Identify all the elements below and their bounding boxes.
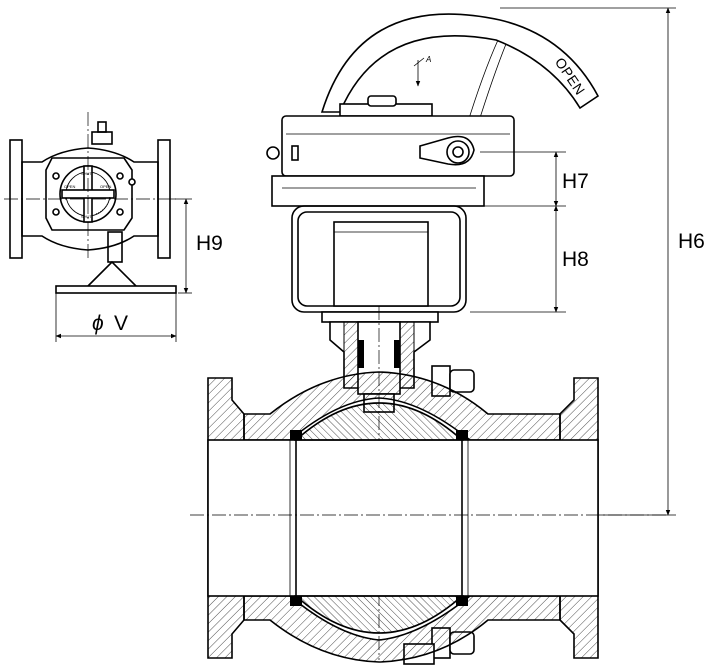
dimension-h8: H8 <box>470 205 589 313</box>
side-base-plate <box>55 285 177 294</box>
dimension-h6: H6 <box>500 7 705 516</box>
dimension-h7: H7 <box>470 151 589 207</box>
side-view: SHUT SHUT OPEN OPEN H9 ϕ V <box>4 112 223 342</box>
dimension-h9-label: H9 <box>196 232 223 255</box>
dimension-h6-label: H6 <box>678 230 705 253</box>
lever-open-label: OPEN <box>552 54 589 98</box>
dial-label-shut-top: SHUT <box>81 171 92 176</box>
dial-label-open-left: OPEN <box>64 184 75 189</box>
ball-lower <box>293 595 465 634</box>
view-arrow-a: A <box>425 55 431 64</box>
valve-bore <box>207 439 599 597</box>
dial-label-open-right: OPEN <box>100 184 111 189</box>
valve-body <box>190 371 668 663</box>
dial-label-shut-bottom: SHUT <box>81 214 92 219</box>
gear-operator <box>266 95 515 207</box>
main-view: OPEN A <box>190 7 705 665</box>
ball-upper <box>293 402 465 441</box>
side-stem <box>107 231 123 263</box>
dimension-h8-label: H8 <box>562 248 589 271</box>
bracket <box>291 205 467 323</box>
diameter-symbol: ϕ <box>92 312 104 335</box>
dimension-v-label: V <box>114 312 128 335</box>
dimension-h7-label: H7 <box>562 170 589 193</box>
